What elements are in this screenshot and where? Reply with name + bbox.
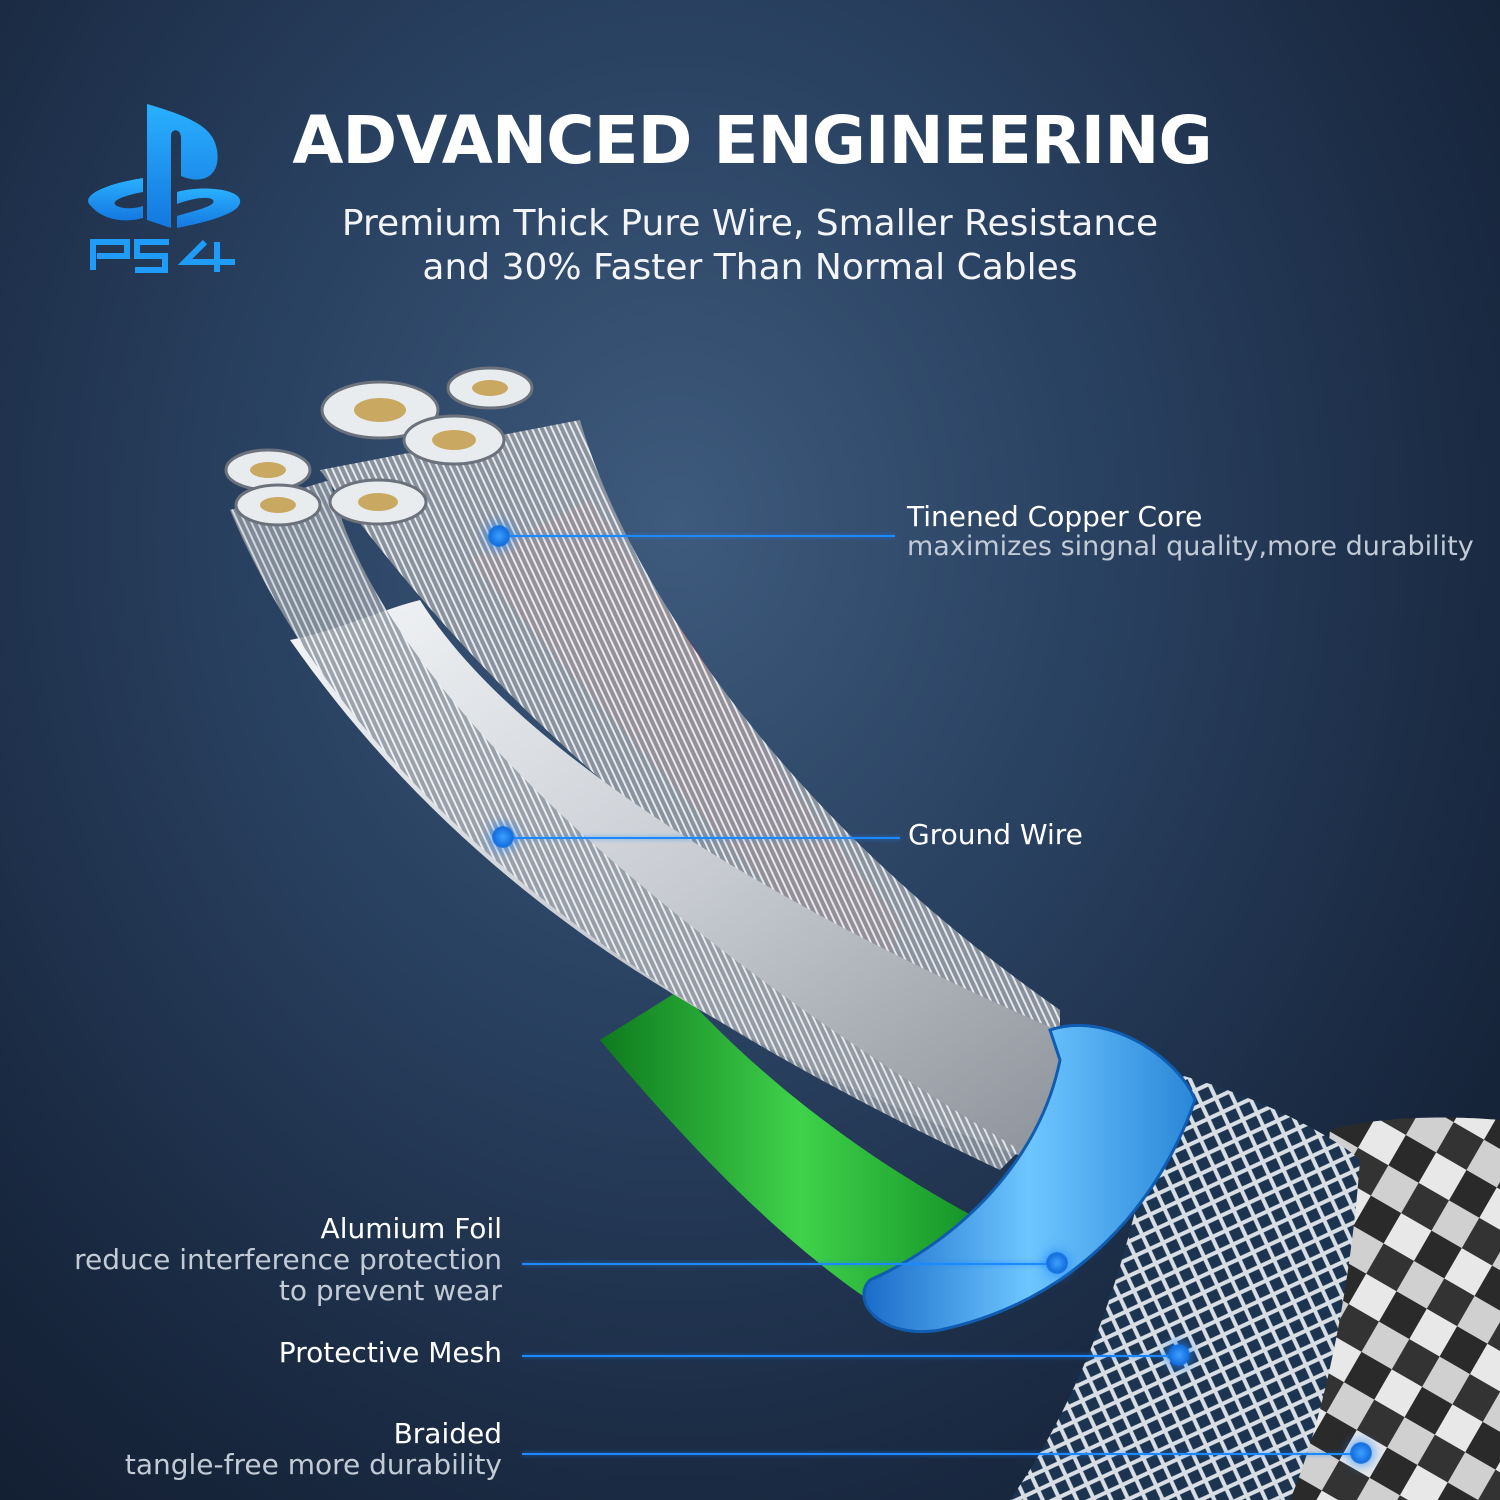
playstation-icon — [88, 104, 241, 228]
foil-desc-line-2: to prevent wear — [278, 1274, 502, 1307]
aluminium-foil — [862, 1023, 1197, 1333]
mesh-line — [522, 1355, 1182, 1357]
copper-core-dot — [488, 525, 510, 547]
protective-mesh — [1010, 1070, 1360, 1500]
copper-core-line — [500, 535, 895, 537]
subtitle-line-2: and 30% Faster Than Normal Cables — [422, 247, 1078, 288]
copper-core-title: Tinened Copper Core — [907, 500, 1203, 533]
foil-line — [522, 1263, 1062, 1265]
braided-desc: tangle-free more durability — [124, 1448, 502, 1481]
foil-title: Alumium Foil — [320, 1212, 502, 1245]
ground-wire-dot — [492, 826, 514, 848]
stranded-wire-upper — [320, 420, 1060, 1060]
copper-centers — [250, 380, 508, 513]
ground-wire-title: Ground Wire — [908, 818, 1083, 851]
mesh-title: Protective Mesh — [278, 1336, 502, 1369]
foil-dot — [1046, 1252, 1068, 1274]
braided-line — [522, 1453, 1362, 1455]
ps4-logo — [88, 104, 241, 273]
green-wire — [600, 990, 1000, 1320]
title-text: ADVANCED ENGINEERING — [292, 102, 1212, 179]
ps4-wordmark — [90, 239, 235, 273]
page-title: ADVANCED ENGINEERING — [0, 102, 1500, 179]
mesh-dot — [1168, 1344, 1190, 1366]
ground-wire-line — [505, 837, 900, 839]
braided-title: Braided — [393, 1417, 502, 1450]
foil-desc-line-1: reduce interference protection — [74, 1243, 502, 1276]
stranded-wire-lower — [230, 480, 1020, 1170]
copper-core-desc: maximizes singnal quality,more durabilit… — [907, 531, 1474, 562]
subtitle-line-1: Premium Thick Pure Wire, Smaller Resista… — [341, 203, 1159, 244]
braided-dot — [1350, 1442, 1372, 1464]
